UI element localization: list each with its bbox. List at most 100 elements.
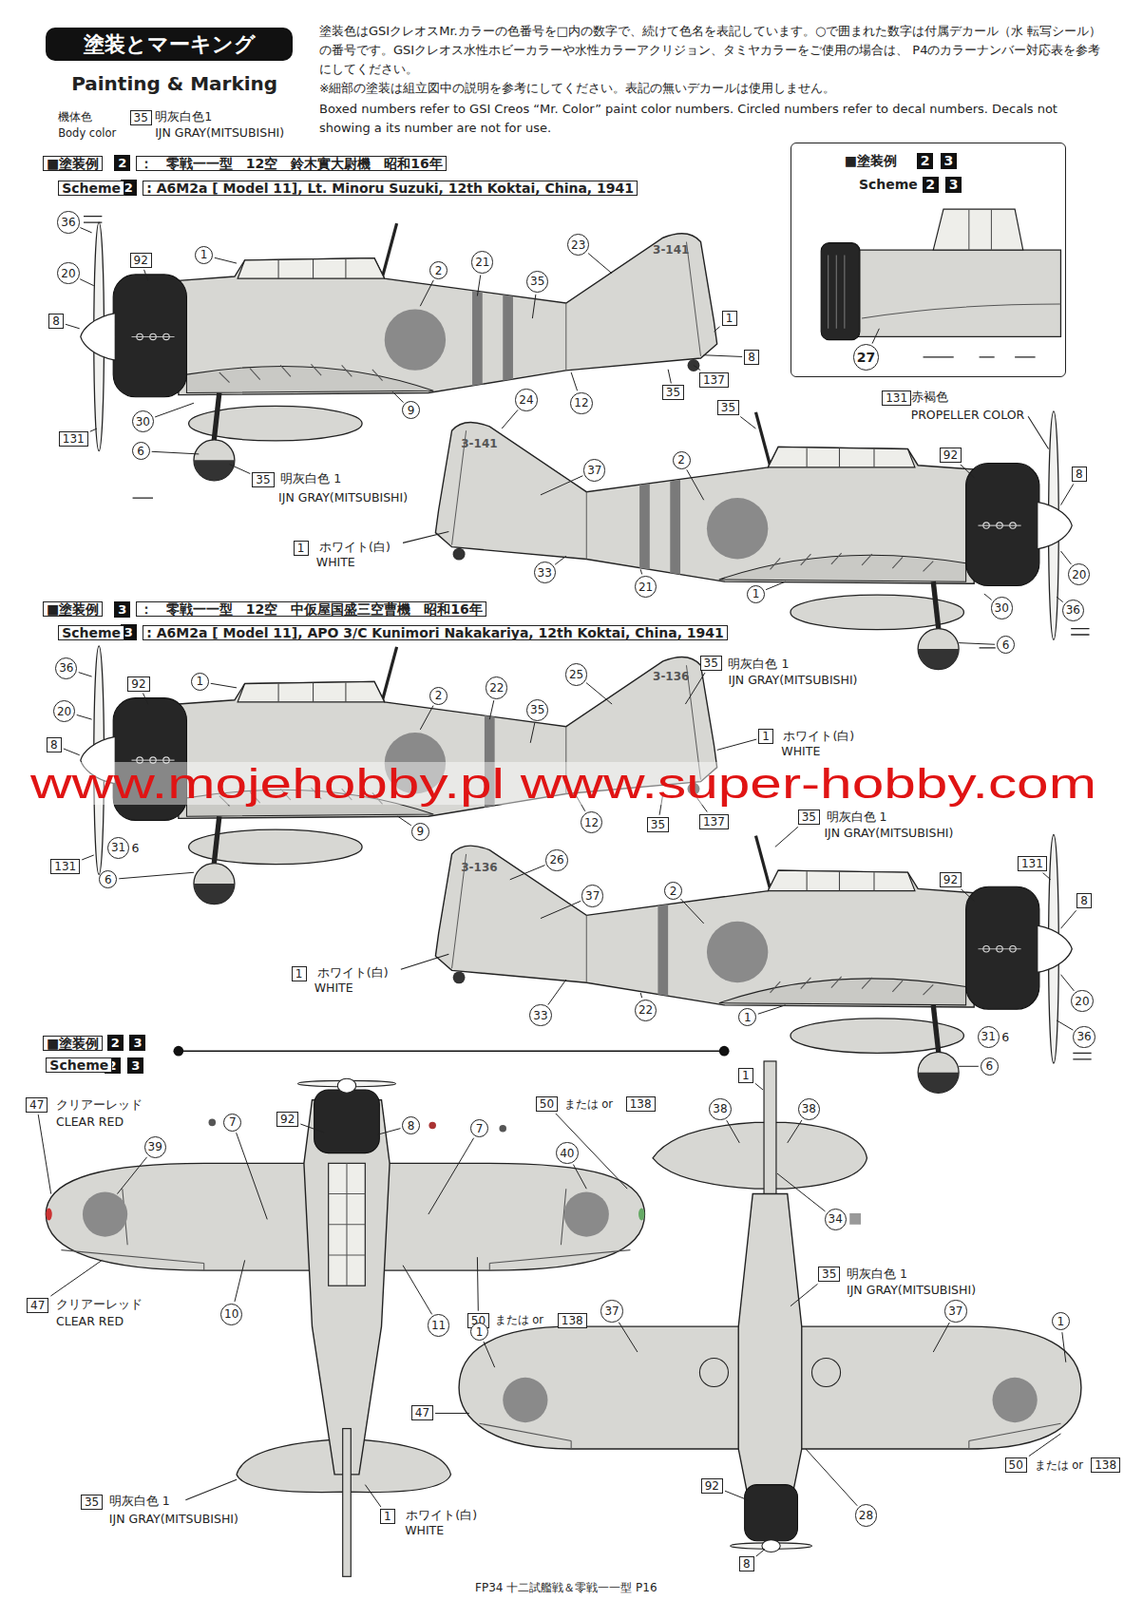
leader-line <box>214 257 237 264</box>
scheme-number-box: 2 <box>922 176 939 193</box>
decal-number-circle: 37 <box>944 1299 967 1322</box>
decal-number: 1 <box>476 1324 484 1340</box>
leader-line <box>540 900 581 918</box>
decal-number: 1 <box>752 586 761 602</box>
paint-color-box: 50 <box>1005 1457 1028 1473</box>
scheme-number-box: 3 <box>129 1034 146 1051</box>
leader-line <box>554 555 567 565</box>
decal-number-circle: 12 <box>580 811 603 834</box>
leader-line <box>713 326 720 332</box>
paint-color-box: 92 <box>127 676 150 692</box>
paint-color-box: 92 <box>701 1478 724 1494</box>
scheme-heading: : A6M2a [ Model 11], APO 3/C Kunimori Na… <box>142 625 728 641</box>
aircraft-side-view <box>80 222 718 481</box>
decal-number: 31 <box>981 1028 996 1045</box>
leader-line <box>79 279 95 286</box>
fuselage-band <box>502 294 514 381</box>
paint-color-number: 35 <box>801 810 817 824</box>
leader-line <box>364 1485 382 1507</box>
paint-color-number: 92 <box>943 873 958 887</box>
fuselage-band <box>657 904 668 997</box>
color-label: IJN GRAY(MITSUBISHI) <box>109 1511 239 1526</box>
color-label: IJN GRAY(MITSUBISHI) <box>727 672 858 687</box>
fuselage <box>304 1100 390 1475</box>
color-swatch <box>849 1213 861 1225</box>
paint-color-box: 35 <box>80 1494 103 1510</box>
decal-number-circle: 34 <box>824 1208 847 1231</box>
paint-color-box: 1 <box>293 540 309 556</box>
paint-color-box: 47 <box>26 1297 49 1314</box>
scheme-number: 3 <box>949 176 959 193</box>
leader-line <box>118 872 194 879</box>
fuselage-band <box>639 483 650 570</box>
decal-number: 6 <box>136 443 145 459</box>
leader-line <box>236 1132 268 1220</box>
hinomaru <box>992 1377 1038 1423</box>
scheme-number-box: 3 <box>114 601 131 618</box>
leader-line <box>586 683 612 705</box>
hinomaru <box>706 497 768 559</box>
paint-color-box: 8 <box>46 737 62 753</box>
paint-color-box: 47 <box>25 1097 48 1113</box>
paint-color-box: 138 <box>1090 1457 1121 1473</box>
decal-number: 37 <box>604 1303 619 1319</box>
small-label: または or <box>564 1097 613 1112</box>
color-label: 6 <box>131 840 139 856</box>
color-label: クリアーレッド <box>56 1296 143 1314</box>
paint-color-number: 1 <box>383 1509 392 1524</box>
color-label: CLEAR RED <box>56 1114 124 1129</box>
paint-color-box: 131 <box>1017 856 1048 872</box>
decal-number: 7 <box>476 1121 484 1137</box>
decal-number: 30 <box>135 414 151 430</box>
decal-number-circle: 37 <box>581 884 604 907</box>
decal-number-circle: 2 <box>429 261 448 280</box>
leader-line <box>872 328 879 344</box>
tail-code: 3-136 <box>460 860 497 875</box>
small-label: Body color <box>57 126 116 140</box>
decal-number: 1 <box>196 673 205 689</box>
decal-number-circle: 1 <box>194 246 213 265</box>
decal-number: 1 <box>200 247 209 263</box>
color-label: 明灰白色 1 <box>846 1266 908 1283</box>
color-label: 明灰白色 1 <box>727 656 789 673</box>
paint-color-box: 138 <box>626 1096 656 1112</box>
paint-color-box: 8 <box>1071 466 1087 482</box>
decal-number-circle: 8 <box>401 1116 420 1135</box>
decal-number-circle: 11 <box>427 1314 450 1336</box>
scheme-heading: ■塗装例 <box>42 601 103 617</box>
leader-line <box>756 1548 765 1557</box>
paint-color-box: 92 <box>130 252 153 268</box>
decal-number-circle: 30 <box>990 596 1013 619</box>
decal-number-circle: 9 <box>411 822 430 841</box>
color-label: ホワイト(白) <box>405 1507 477 1525</box>
paint-color-box: 35 <box>818 1266 840 1282</box>
scheme-heading: : A6M2a [ Model 11], Lt. Minoru Suzuki, … <box>142 180 638 196</box>
paint-color-number: 1 <box>762 729 770 743</box>
leader-line <box>777 1173 825 1212</box>
leader-line <box>790 1283 819 1306</box>
paint-color-box: 8 <box>48 313 64 329</box>
decal-number: 36 <box>1066 602 1081 618</box>
decal-number: 36 <box>58 660 74 676</box>
leader-line <box>787 1120 802 1144</box>
cowl-flap <box>828 254 845 328</box>
decal-number-circle: 31 <box>107 837 130 859</box>
leader-line <box>1060 551 1071 565</box>
decal-number: 20 <box>1074 993 1089 1010</box>
hinomaru <box>384 308 446 370</box>
decal-number-circle: 22 <box>485 676 508 699</box>
leader-line <box>489 700 495 720</box>
paint-color-number: 47 <box>415 1406 430 1420</box>
color-label: IJN GRAY(MITSUBISHI) <box>278 490 408 505</box>
color-label: IJN GRAY(MITSUBISHI) <box>154 125 285 140</box>
small-label: または or <box>495 1313 544 1328</box>
paint-color-box: 50 <box>535 1096 558 1112</box>
leader-line <box>1060 910 1076 929</box>
aircraft-side-view <box>435 835 1072 1094</box>
aircraft-bottom-view <box>458 1061 1082 1553</box>
color-label: ホワイト(白) <box>319 539 391 556</box>
leader-line <box>428 1138 475 1215</box>
decal-number: 2 <box>435 687 443 704</box>
decal-number: 35 <box>530 273 545 289</box>
decal-number: 6 <box>985 1058 993 1074</box>
